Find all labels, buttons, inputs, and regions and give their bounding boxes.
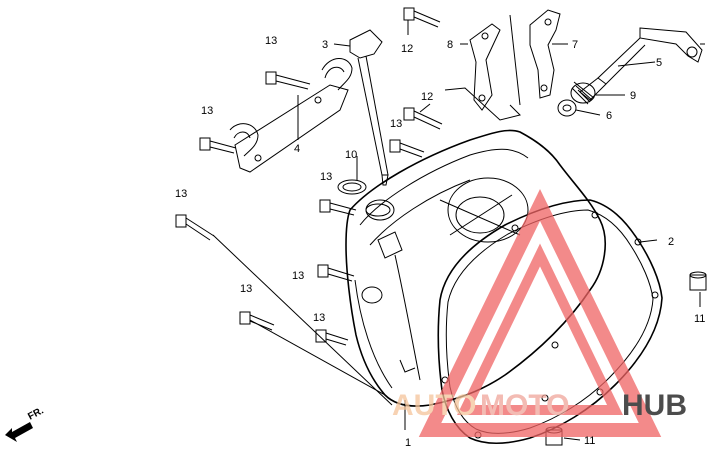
crankcase-cover <box>345 129 606 407</box>
label-part-3: 3 <box>322 39 328 51</box>
part-labels: 1 2 3 4 5 6 7 8 9 10 11 11 12 12 13 13 1… <box>175 35 705 449</box>
leader-lines <box>212 14 705 441</box>
front-direction-label: FR. <box>26 405 46 422</box>
watermark-text-auto: AUTO <box>392 389 476 422</box>
label-part-11-upper: 11 <box>694 313 705 325</box>
bolt-13-7 <box>239 311 275 331</box>
shift-arm <box>579 27 703 101</box>
label-part-10: 10 <box>345 149 357 161</box>
label-part-12-lower: 12 <box>421 91 433 103</box>
label-part-11-lower: 11 <box>584 435 595 447</box>
oil-dipstick <box>337 29 391 217</box>
bolt-12-upper <box>403 7 441 28</box>
bolt-13-3 <box>389 139 425 158</box>
label-part-13-7: 13 <box>240 283 252 295</box>
watermark-inner-triangle <box>457 243 623 415</box>
bolt-13-5 <box>175 214 215 241</box>
label-part-13-8: 13 <box>313 312 325 324</box>
label-part-13-2: 13 <box>201 105 213 117</box>
bolt-12-lower <box>403 107 443 130</box>
bolt-13-8 <box>315 329 349 346</box>
front-direction-arrow: FR. <box>5 405 46 442</box>
label-part-8: 8 <box>447 39 453 51</box>
stay <box>469 23 501 111</box>
bolt-13-4 <box>319 199 357 216</box>
watermark: AUTO MOTO HUB <box>392 189 687 437</box>
watermark-text-hub: HUB <box>622 389 687 422</box>
label-part-9: 9 <box>630 90 636 102</box>
bolt-13-6 <box>317 264 355 282</box>
bracket <box>229 58 353 173</box>
bolt-13-2 <box>199 137 237 154</box>
dowel-pin-upper <box>689 271 707 291</box>
collar <box>557 99 577 117</box>
spring <box>570 81 596 105</box>
label-part-13-3: 13 <box>390 118 402 130</box>
bolt-13-1 <box>265 71 311 90</box>
label-part-4: 4 <box>294 143 300 155</box>
label-part-7: 7 <box>572 39 578 51</box>
label-part-1: 1 <box>405 437 411 449</box>
label-part-13-5: 13 <box>175 188 187 200</box>
label-part-12-upper: 12 <box>401 43 413 55</box>
label-part-13-6: 13 <box>292 270 304 282</box>
label-part-5: 5 <box>656 57 662 69</box>
label-part-6: 6 <box>606 110 612 122</box>
label-part-13-1: 13 <box>265 35 277 47</box>
label-part-2: 2 <box>668 236 674 248</box>
plate <box>529 9 561 99</box>
watermark-text-moto: MOTO <box>480 389 569 422</box>
label-part-13-4: 13 <box>320 171 332 183</box>
watermark-triangle <box>418 189 662 437</box>
